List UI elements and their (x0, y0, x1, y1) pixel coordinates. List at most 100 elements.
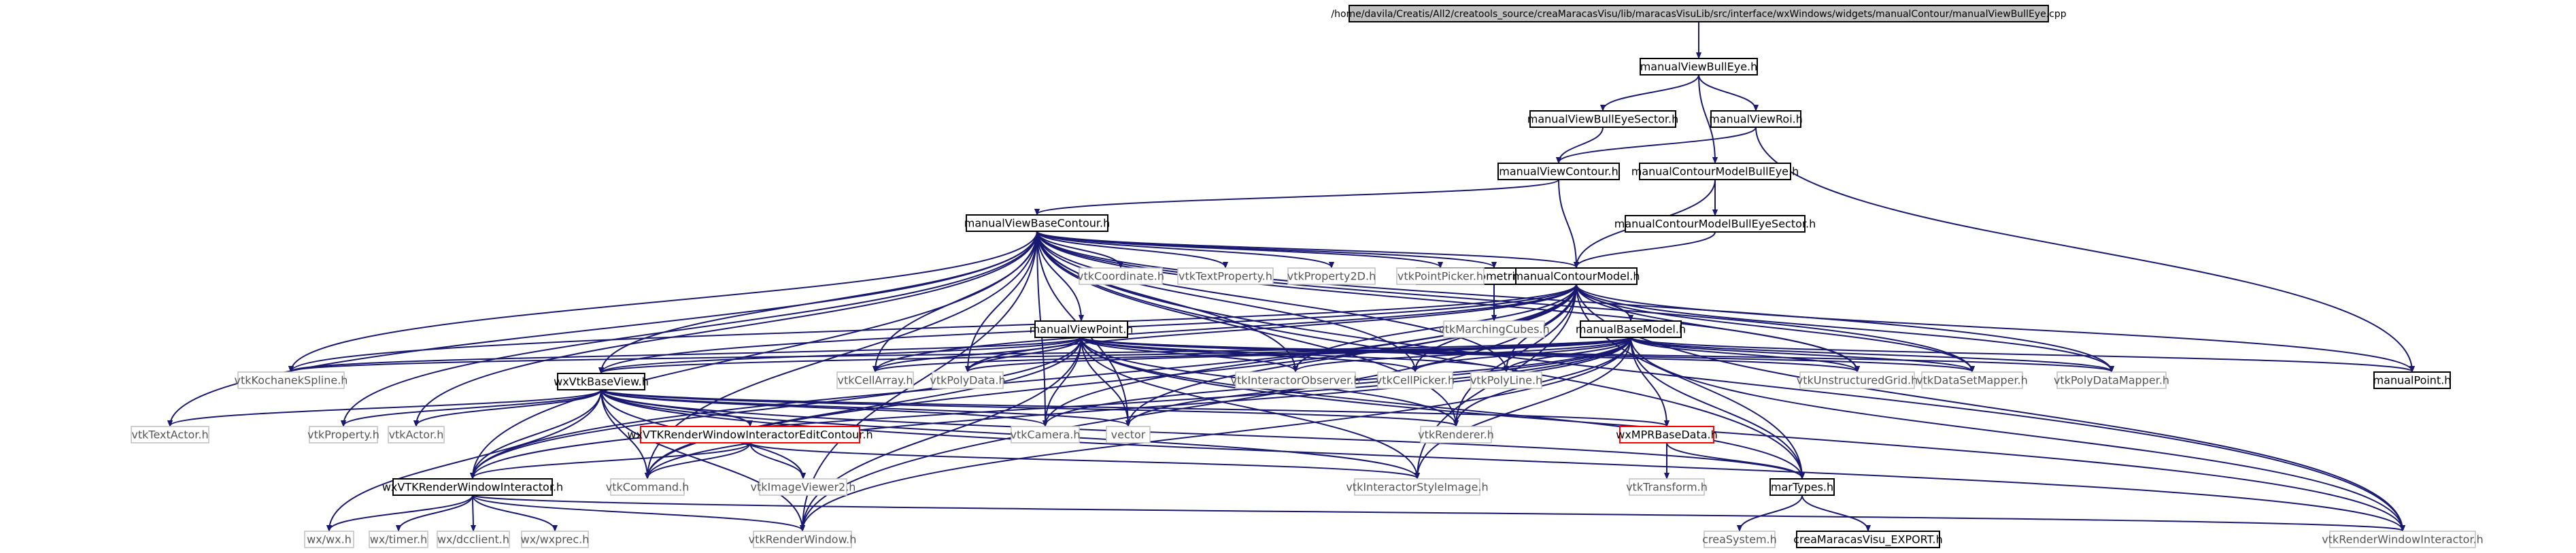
node-manualContourModel[interactable]: manualContourModel.h (1512, 267, 1640, 285)
node-label: vtkPolyLine.h (1470, 374, 1542, 387)
node-box (759, 478, 847, 496)
node-box (521, 531, 589, 548)
node-root[interactable]: /home/davila/Creatis/All2/creatools_sour… (1331, 5, 2067, 22)
node-marTypes[interactable]: marTypes.h (1769, 478, 1835, 496)
node-vtkKochanekSpline: vtkKochanekSpline.h (235, 371, 348, 389)
edge-wxVTKRenderWindowInteractor-to-wx_wx (329, 495, 473, 531)
edge-manualBaseModel-to-vtkInteractorObserver (1295, 337, 1631, 371)
edge-wxVtkBaseView-to-wxMPRBaseData (600, 389, 1667, 426)
edge-manualViewBaseContour-to-manualViewPoint (1036, 231, 1081, 320)
node-label: vtkKochanekSpline.h (235, 374, 348, 387)
node-label: wx/dcclient.h (437, 533, 509, 546)
edge-manualViewBaseContour-to-vtkKochanekSpline (291, 231, 1038, 371)
edge-manualBaseModel-to-vtkUnstructuredGrid (1630, 337, 1857, 371)
node-box (304, 531, 354, 548)
node-box (610, 478, 685, 496)
node-box (1011, 426, 1080, 443)
node-label: vtkCamera.h (1010, 429, 1080, 441)
node-label: vtkPolyDataMapper.h (2054, 374, 2169, 387)
node-vtkTextActor: vtkTextActor.h (131, 426, 209, 443)
edge-manualContourModel-to-manualPoint (1576, 284, 2412, 371)
edge-manualBaseModel-to-vtkRenderWindowInteractor (1630, 337, 2403, 531)
edge-manualViewPoint-to-vector (1081, 337, 1128, 426)
node-wxVtkBaseView[interactable]: wxVtkBaseView.h (554, 373, 649, 390)
node-wxMPRBaseData[interactable]: wxMPRBaseData.h (1616, 426, 1718, 443)
edge-manualViewContour-to-manualViewBaseContour (1037, 179, 1559, 214)
node-vtkInteractorStyleImage: vtkInteractorStyleImage.h (1346, 478, 1489, 496)
edge-manualViewBaseContour-to-vtkPolyLine (1036, 231, 1506, 371)
edge-manualViewBaseContour-to-manualContourModel (1036, 231, 1576, 267)
node-box (2373, 371, 2451, 389)
node-label: vtkCoordinate.h (1077, 270, 1164, 283)
node-wxVTKRenderWindowInteractorEditContour[interactable]: wxVTKRenderWindowInteractorEditContour.h (627, 426, 873, 443)
node-wxVTKRenderWindowInteractor[interactable]: wxVTKRenderWindowInteractor.h (382, 478, 563, 496)
node-label: manualContourModelBullEyeSector.h (1614, 218, 1816, 231)
node-manualViewBaseContour[interactable]: manualViewBaseContour.h (964, 214, 1111, 232)
node-box (1625, 215, 1806, 233)
node-manualViewContour[interactable]: manualViewContour.h (1497, 163, 1620, 180)
node-box (392, 478, 553, 496)
node-box (237, 371, 345, 389)
node-manualContourModelBullEye[interactable]: manualContourModelBullEye.h (1631, 163, 1799, 180)
edge-manualViewBaseContour-to-vtkRenderer (1036, 231, 1456, 426)
node-box (753, 531, 852, 548)
node-label: manualViewBullEye.h (1640, 61, 1758, 73)
edge-manualViewBaseContour-to-vtkProperty2D (1036, 231, 1332, 267)
node-box (640, 426, 860, 443)
node-label: vtkRenderWindowInteractor.h (2322, 533, 2484, 546)
node-label: manualBaseModel.h (1576, 323, 1686, 336)
node-wx_wxprec: wx/wxprec.h (521, 531, 589, 548)
node-manualPoint[interactable]: manualPoint.h (2373, 371, 2452, 389)
node-box (1377, 371, 1453, 389)
edge-manualBaseModel-to-marTypes (1630, 337, 1802, 478)
edge-manualViewBaseContour-to-vtkTextProperty (1036, 231, 1225, 267)
edge-manualBaseModel-to-wxMPRBaseData (1630, 337, 1667, 426)
edge-wxVtkBaseView-to-vtkProperty (343, 389, 602, 426)
edge-wxVtkBaseView-to-vector (600, 389, 1128, 426)
node-box (437, 531, 510, 548)
node-manualViewBullEye[interactable]: manualViewBullEye.h (1640, 58, 1758, 76)
edge-manualContourModel-to-vtkKochanekSpline (291, 284, 1577, 371)
node-manualViewRoi[interactable]: manualViewRoi.h (1709, 110, 1803, 128)
node-manualViewBullEyeSector[interactable]: manualViewBullEyeSector.h (1527, 110, 1679, 128)
node-box (1396, 267, 1485, 285)
node-label: creaSystem.h (1702, 533, 1777, 546)
edge-manualViewBaseContour-to-vtkProperty (343, 231, 1038, 426)
edge-wxVTKRenderWindowInteractor-to-wx_timer (399, 495, 473, 531)
node-manualBaseModel[interactable]: manualBaseModel.h (1576, 320, 1686, 338)
edge-manualViewContour-to-manualContourModel (1558, 179, 1576, 267)
edge-wxVtkBaseView-to-vtkCommand (600, 389, 647, 478)
node-label: wxVTKRenderWindowInteractorEditContour.h (627, 429, 872, 441)
node-label: vtkTextActor.h (131, 429, 208, 441)
edge-wxVTKRenderWindowInteractorEditContour-to-vtkCommand (647, 442, 751, 478)
edge-wxVtkBaseView-to-vtkTextActor (170, 389, 602, 426)
edge-manualViewBaseContour-to-vtkDataSetMapper (1036, 231, 1972, 371)
node-creaMaracasVisu_EXPORT[interactable]: creaMaracasVisu_EXPORT.h (1793, 531, 1943, 548)
node-box (1710, 110, 1801, 128)
edge-manualViewBullEye-to-manualContourModelBullEye (1698, 74, 1715, 163)
node-manualViewPoint[interactable]: manualViewPoint.h (1030, 320, 1134, 338)
node-label: wx/timer.h (370, 533, 427, 546)
edge-manualViewBaseContour-to-vtkActor (416, 231, 1038, 426)
node-manualContourModelBullEyeSector[interactable]: manualContourModelBullEyeSector.h (1614, 215, 1816, 233)
node-label: wxVtkBaseView.h (554, 375, 649, 388)
edge-manualViewRoi-to-manualViewContour (1559, 127, 1757, 163)
edge-manualViewPoint-to-vtkRenderWindowInteractor (1081, 337, 2403, 531)
node-box (932, 371, 1004, 389)
node-vtkProperty2D: vtkProperty2D.h (1287, 267, 1376, 285)
node-box (1769, 478, 1835, 496)
node-label: vtkInteractorObserver.h (1231, 374, 1361, 387)
edge-manualBaseModel-to-manualPoint (1630, 337, 2412, 371)
node-label: /home/davila/Creatis/All2/creatools_sour… (1331, 9, 2066, 20)
node-wx_timer: wx/timer.h (369, 531, 428, 548)
node-vtkRenderer: vtkRenderer.h (1418, 426, 1494, 443)
node-box (966, 214, 1108, 232)
edge-manualContourModel-to-vtkUnstructuredGrid (1576, 284, 1857, 371)
edge-manualViewPoint-to-vtkPolyData (968, 337, 1082, 371)
edge-manualViewBullEye-to-manualViewRoi (1698, 74, 1756, 110)
node-box (1034, 320, 1128, 338)
node-label: manualViewBaseContour.h (964, 217, 1111, 230)
edge-wxVtkBaseView-to-vtkInteractorStyleImage (600, 389, 1417, 478)
node-label: vtkInteractorStyleImage.h (1346, 481, 1488, 494)
